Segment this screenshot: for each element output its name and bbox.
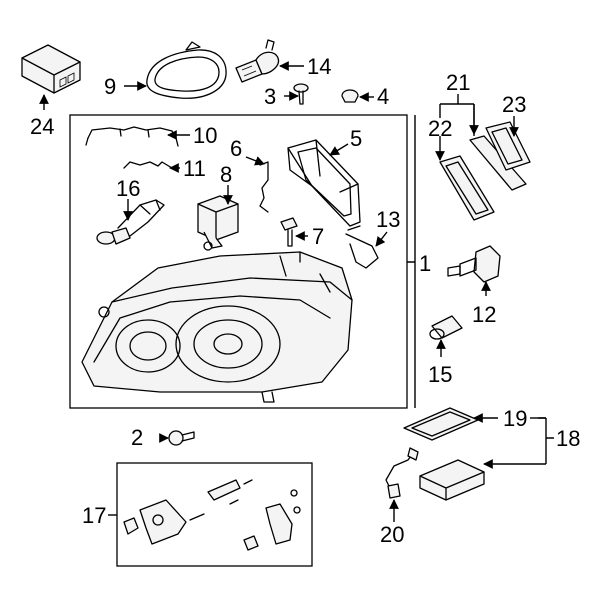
callout-21: 21 <box>446 70 470 95</box>
callout-9: 9 <box>104 74 116 99</box>
callout-17: 17 <box>82 503 106 528</box>
leader-lines <box>39 61 554 522</box>
callout-5: 5 <box>350 126 362 151</box>
control-plate-part <box>403 407 479 441</box>
callout-4: 4 <box>377 84 389 109</box>
control-module-part <box>21 44 81 94</box>
cap-part <box>341 89 359 103</box>
bezel-ring-part <box>146 41 227 99</box>
wiring-harness-part <box>85 126 179 147</box>
small-bulb-part <box>429 315 463 340</box>
housing-frame-part <box>287 139 361 227</box>
callout-13: 13 <box>376 207 400 232</box>
bracket-wire-part <box>259 161 269 213</box>
callout-12: 12 <box>472 302 496 327</box>
callout-20: 20 <box>380 522 404 547</box>
small-wire-part <box>123 161 173 169</box>
halogen-bulb-part <box>235 39 280 83</box>
callout-6: 6 <box>230 136 242 161</box>
callout-10: 10 <box>193 123 217 148</box>
callout-3: 3 <box>264 84 276 109</box>
callout-11: 11 <box>183 156 206 181</box>
callout-22: 22 <box>428 116 452 141</box>
callout-16: 16 <box>116 176 140 201</box>
callout-8: 8 <box>220 162 232 187</box>
callout-1: 1 <box>419 251 431 276</box>
ballast-board-part <box>439 155 495 221</box>
hid-bulb-part <box>447 245 501 283</box>
headlamp-assembly-part <box>81 251 353 403</box>
adjuster-bolt-part <box>168 430 195 446</box>
callout-14: 14 <box>307 54 331 79</box>
mounting-kit-parts <box>123 479 301 551</box>
callout-24: 24 <box>30 114 54 139</box>
spring-clip-part <box>345 225 379 269</box>
callout-2: 2 <box>131 425 143 450</box>
ballast-cover-part <box>469 121 531 191</box>
callout-18: 18 <box>556 426 580 451</box>
connector-lead-part <box>385 447 419 499</box>
igniter-module-part <box>419 459 485 501</box>
socket-bulb-part <box>96 199 165 245</box>
small-screw-part <box>293 83 309 105</box>
leveling-motor-part <box>197 195 239 251</box>
callout-15: 15 <box>428 362 452 387</box>
bolt-part <box>280 217 298 247</box>
callout-23: 23 <box>502 92 526 117</box>
callout-7: 7 <box>312 224 324 249</box>
callout-19: 19 <box>503 406 527 431</box>
